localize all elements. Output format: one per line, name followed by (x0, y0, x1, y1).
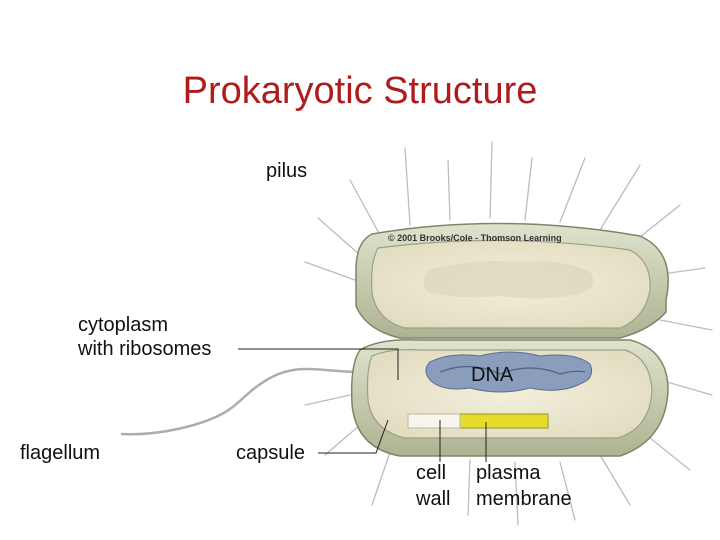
label-cytoplasm-line2: with ribosomes (78, 338, 212, 360)
label-pilus: pilus (266, 160, 308, 182)
label-flagellum: flagellum (20, 442, 101, 464)
label-cytoplasm-line1: cytoplasm (78, 314, 169, 336)
label-plasma-membrane-line2: membrane (476, 488, 572, 510)
cell-wall-band (407, 413, 461, 429)
cell-top-half (355, 222, 669, 339)
dna-shape (425, 351, 593, 393)
cell-bottom-half (350, 338, 669, 457)
capsule-leader (318, 419, 389, 454)
label-cell-wall-line1: cell (416, 462, 447, 484)
label-dna: DNA (471, 364, 514, 386)
cytoplasm-leader (238, 348, 399, 380)
label-capsule: capsule (236, 442, 305, 464)
slide-title: Prokaryotic Structure (182, 70, 538, 112)
plasma-membrane-band (459, 413, 549, 429)
flagellum-shape (120, 367, 364, 436)
label-cell-wall-line2: wall (416, 488, 451, 510)
label-plasma-membrane-line1: plasma (476, 462, 541, 484)
copyright-text: © 2001 Brooks/Cole - Thomson Learning (388, 233, 562, 243)
